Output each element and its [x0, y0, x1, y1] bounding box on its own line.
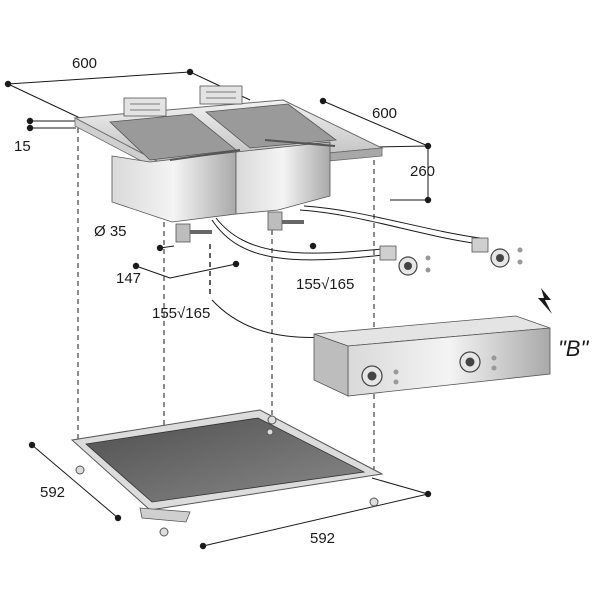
- remote-control-knob-left: [379, 245, 431, 276]
- dimension-dots: [4, 68, 432, 550]
- detail-b-label: "B": [558, 336, 589, 361]
- fryer-top-unit: [73, 85, 384, 243]
- cables: [211, 205, 481, 338]
- dimension-rim-height: 15: [14, 138, 31, 155]
- dimension-drain-diameter: Ø 35: [94, 223, 127, 240]
- dimension-base-width: 592: [40, 484, 65, 501]
- electrical-lightning-icon: [538, 288, 552, 314]
- dimension-drain-offset: 147: [116, 270, 141, 287]
- dimension-body-height: 260: [410, 163, 435, 180]
- remote-control-knob-right: [471, 237, 523, 268]
- dimension-cable-length-right: 155√165: [296, 276, 354, 293]
- dimension-top-width: 600: [72, 55, 97, 72]
- dimension-cable-length-left: 155√165: [152, 305, 210, 322]
- base-frame: [70, 409, 384, 537]
- control-box-b: [313, 315, 551, 397]
- dimension-base-depth: 592: [310, 530, 335, 547]
- dimension-top-depth: 600: [372, 105, 397, 122]
